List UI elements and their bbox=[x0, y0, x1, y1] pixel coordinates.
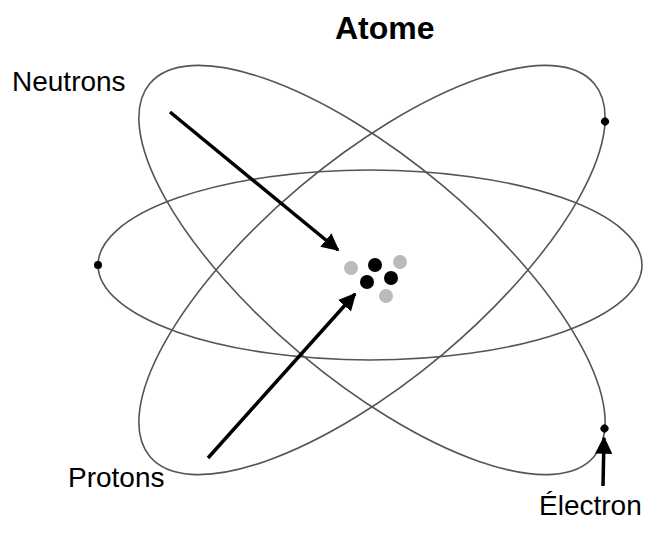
diagram-title: Atome bbox=[335, 10, 435, 47]
electron-dot bbox=[599, 423, 610, 434]
orbit bbox=[79, 0, 648, 539]
proton bbox=[360, 275, 374, 289]
neutron bbox=[379, 289, 393, 303]
leader-arrow bbox=[170, 112, 338, 250]
part-label: Électron bbox=[539, 490, 642, 522]
proton bbox=[368, 258, 382, 272]
leader-arrow bbox=[208, 294, 355, 458]
orbit bbox=[79, 0, 648, 539]
part-label: Protons bbox=[68, 462, 165, 494]
part-label: Neutrons bbox=[12, 66, 126, 98]
electron-dot bbox=[599, 116, 610, 127]
neutron bbox=[344, 261, 358, 275]
neutron bbox=[393, 255, 407, 269]
leader-arrow bbox=[603, 438, 604, 486]
orbit bbox=[98, 170, 642, 360]
electron-dot bbox=[94, 261, 102, 269]
proton bbox=[384, 271, 398, 285]
